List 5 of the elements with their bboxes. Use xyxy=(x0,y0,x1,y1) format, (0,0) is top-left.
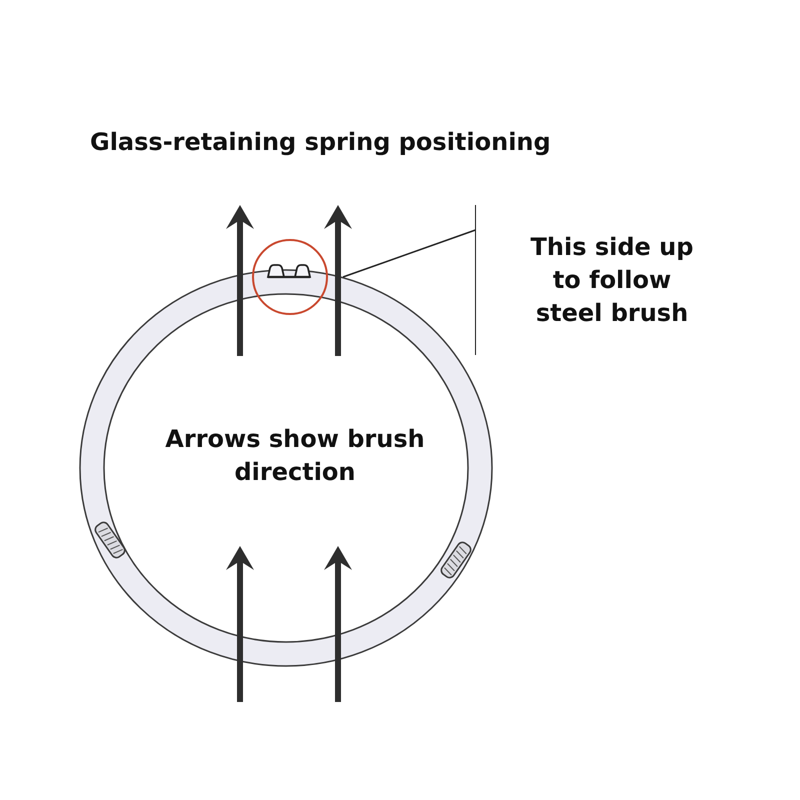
annotation-text: Arrows show brush direction xyxy=(164,424,426,488)
diagram-title: Glass-retaining spring positioning xyxy=(90,127,551,158)
callout-note: This side up to follow steel brush xyxy=(475,205,698,355)
leader-line xyxy=(342,229,476,278)
spring-ring-drawing xyxy=(79,262,493,668)
